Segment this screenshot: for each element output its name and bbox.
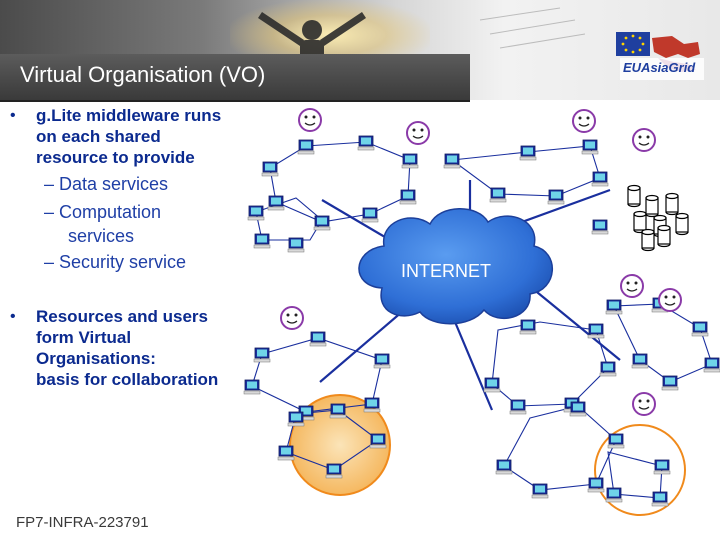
bullet-1-line-1: g.Lite middleware runs	[36, 106, 222, 125]
header-banner: Virtual Organisation (VO) EUAsiaGrid	[0, 0, 720, 102]
bullet-2-line-2: form Virtual	[36, 328, 132, 347]
internet-cloud: INTERNET	[358, 208, 553, 325]
sub-item-security: – Security service	[44, 252, 187, 272]
bullet-2-line-1: Resources and users	[36, 307, 208, 326]
bullet-1: g.Lite middleware runs on each shared re…	[36, 105, 221, 168]
storage-icons	[627, 184, 689, 252]
logo-text: EUAsiaGrid	[623, 60, 696, 75]
page-title: Virtual Organisation (VO)	[20, 62, 266, 87]
bullet-2-line-3: Organisations:	[36, 349, 156, 368]
bullet-2: Resources and users form Virtual Organis…	[36, 306, 218, 390]
vo-highlight-left	[289, 394, 391, 496]
bullet-1-line-3: resource to provide	[36, 148, 195, 167]
sub-item-computation: – Computation	[44, 202, 162, 222]
title-bar: Virtual Organisation (VO)	[0, 54, 470, 102]
bullet-marker: •	[10, 308, 16, 325]
bullet-2-line-4: basis for collaboration	[36, 370, 219, 389]
bullet-1-line-2: on each shared	[36, 127, 161, 146]
bullet-marker: •	[10, 107, 16, 124]
vo-highlight-right	[594, 424, 686, 516]
sub-item-data: – Data services	[44, 174, 169, 194]
footer-grant-code: FP7-INFRA-223791	[16, 514, 149, 531]
euasiagrid-logo	[616, 32, 704, 80]
sub-item-computation-cont: services	[68, 226, 135, 246]
cloud-label: INTERNET	[401, 261, 491, 281]
